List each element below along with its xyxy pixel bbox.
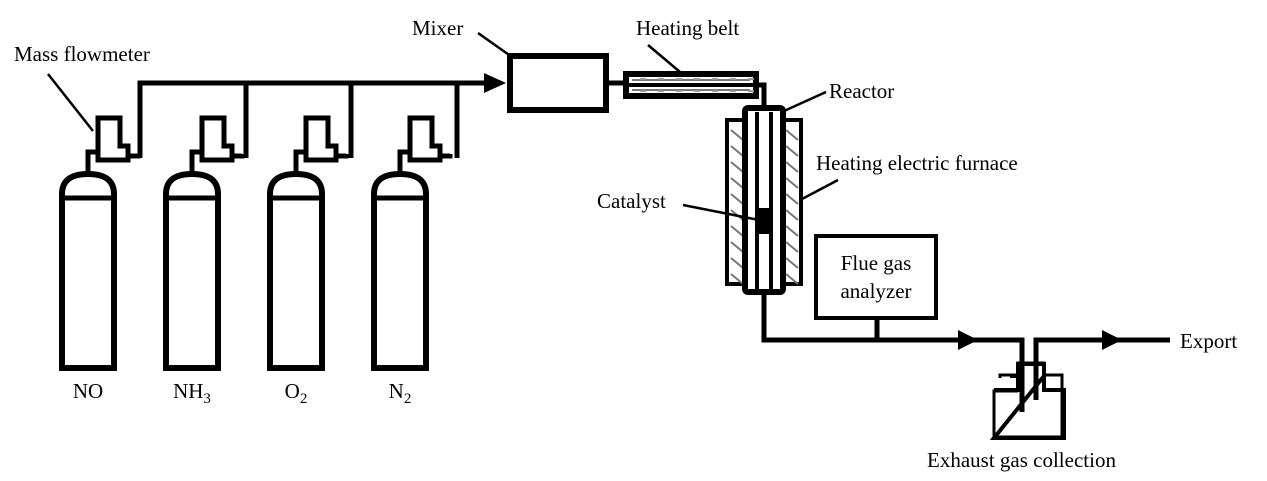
- flue-gas-analyzer: Flue gas analyzer: [814, 234, 938, 320]
- gas-cylinder-n2: [371, 149, 429, 371]
- mass-flowmeters: [95, 115, 453, 163]
- mixer-label: Mixer: [412, 16, 463, 40]
- analyzer-label-line2: analyzer: [840, 279, 911, 303]
- gas-cylinder-o2: [267, 149, 325, 371]
- gas-cylinder-no: [59, 149, 117, 371]
- heating-furnace-label: Heating electric furnace: [816, 151, 1018, 175]
- mass-flowmeter-no: [95, 115, 141, 163]
- reactor-leader: [783, 90, 827, 113]
- cylinder-label-o2: O2: [285, 379, 308, 407]
- heating-belt-label: Heating belt: [636, 16, 739, 40]
- feed-manifold-pipe: [137, 73, 506, 158]
- cylinder-label-nh3: NH3: [173, 379, 211, 407]
- mass-flowmeter-n2: [407, 115, 453, 163]
- belt-to-reactor-pipe: [756, 82, 767, 112]
- exhaust-gas-collection-bottle: [989, 361, 1066, 440]
- mixer: [507, 53, 609, 113]
- flow-arrow-icon: [958, 330, 978, 350]
- catalyst-label: Catalyst: [597, 189, 666, 213]
- cylinder-label-n2: N2: [389, 379, 412, 407]
- cylinder-label-no: NO: [73, 379, 103, 403]
- mass-flowmeter-nh3: [199, 115, 245, 163]
- flow-arrow-icon: [484, 73, 506, 93]
- heating-belt: [623, 71, 759, 99]
- heating-belt-leader: [647, 44, 681, 73]
- furnace-leader: [801, 178, 839, 201]
- catalyst-leader: [682, 203, 760, 222]
- catalyst-bed: [757, 208, 771, 234]
- mass-flowmeter-label: Mass flowmeter: [14, 42, 150, 66]
- mass-flowmeter-o2: [303, 115, 349, 163]
- flow-arrow-icon: [1102, 330, 1122, 350]
- mixer-leader: [477, 31, 513, 59]
- mass-flowmeter-leader: [47, 73, 94, 132]
- gas-cylinders: [59, 149, 429, 371]
- reactor: [742, 105, 786, 295]
- exhaust-gas-collection-label: Exhaust gas collection: [927, 448, 1116, 472]
- gas-cylinder-nh3: [163, 149, 221, 371]
- analyzer-label-line1: Flue gas: [841, 251, 912, 275]
- export-label: Export: [1180, 329, 1237, 353]
- reactor-label: Reactor: [829, 79, 894, 103]
- outlet-pipe: [761, 292, 1170, 412]
